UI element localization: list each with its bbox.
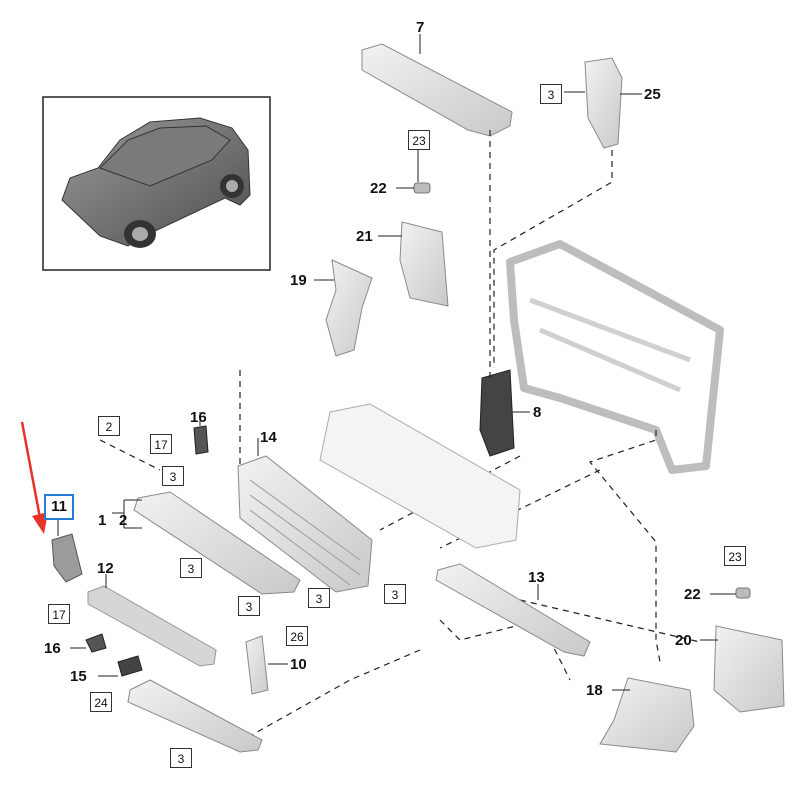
ref-box-3-bracket: 3 xyxy=(162,466,184,486)
callout-25: 25 xyxy=(644,86,661,103)
callout-12: 12 xyxy=(97,560,114,577)
ref-box-26: 26 xyxy=(286,626,308,646)
part-10-side-bracket xyxy=(245,635,288,695)
part-20-air-guide xyxy=(700,625,785,713)
callout-7: 7 xyxy=(416,19,425,36)
callout-22: 22 xyxy=(370,180,387,197)
part-14-air-shutter xyxy=(237,438,373,593)
ref-box-23-lower: 23 xyxy=(724,546,746,566)
part-8-bracket xyxy=(479,369,530,457)
part-15-holder xyxy=(98,655,143,677)
ref-box-11-highlight: 11 xyxy=(44,494,74,520)
part-25-bracket xyxy=(564,57,642,149)
ref-box-17-lower: 17 xyxy=(48,604,70,624)
front-carrier-frame xyxy=(506,240,724,474)
ref-box-3-right: 3 xyxy=(384,584,406,604)
callout-16-lower: 16 xyxy=(44,640,61,657)
part-16-sensor-lower xyxy=(70,633,107,653)
callout-10: 10 xyxy=(290,656,307,673)
part-18-air-duct xyxy=(599,677,695,753)
callout-13: 13 xyxy=(528,569,545,586)
ref-box-24: 24 xyxy=(90,692,112,712)
callout-19: 19 xyxy=(290,272,307,289)
callout-8: 8 xyxy=(533,404,542,421)
part-13-lower-panel xyxy=(435,563,591,657)
callout-1: 1 xyxy=(98,512,107,529)
ref-box-3-mid: 3 xyxy=(238,596,260,616)
callout-2: 2 xyxy=(119,512,128,529)
part-21-air-guide xyxy=(378,221,449,307)
part-19-air-duct xyxy=(314,259,373,357)
ref-box-3: 3 xyxy=(540,84,562,104)
callout-18: 18 xyxy=(586,682,603,699)
callout-14: 14 xyxy=(260,429,277,446)
ref-box-23: 23 xyxy=(408,130,430,150)
ref-box-17: 17 xyxy=(150,434,172,454)
ref-box-3-center: 3 xyxy=(308,588,330,608)
callout-21: 21 xyxy=(356,228,373,245)
callout-20: 20 xyxy=(675,632,692,649)
part-7-upper-air-duct xyxy=(361,34,513,137)
callout-16: 16 xyxy=(190,409,207,426)
part-22-clip-lower xyxy=(710,587,751,599)
part-24-lower-bracket xyxy=(127,679,263,753)
callout-22-lower: 22 xyxy=(684,586,701,603)
ref-box-3-bottom: 3 xyxy=(170,748,192,768)
part-16-sensor-upper xyxy=(193,412,209,455)
callout-15: 15 xyxy=(70,668,87,685)
vehicle-inset xyxy=(42,96,271,271)
ref-box-3-left: 3 xyxy=(180,558,202,578)
part-12-trim-strip xyxy=(87,574,217,667)
bumper-beam xyxy=(319,403,521,549)
part-1-2-bracket-assembly xyxy=(112,491,301,595)
suv-car-icon xyxy=(61,117,251,248)
part-22-clip xyxy=(413,182,431,194)
part-11-grille-insert xyxy=(51,514,83,583)
ref-box-2: 2 xyxy=(98,416,120,436)
